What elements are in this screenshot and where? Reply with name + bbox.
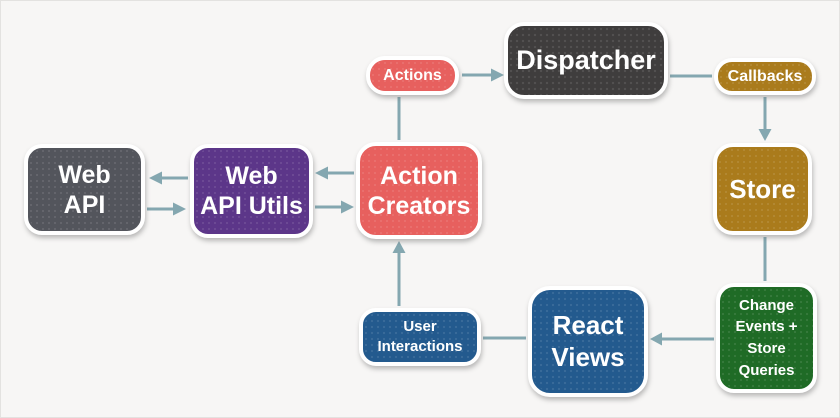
edge-callbacks-store bbox=[758, 97, 772, 141]
node-change-events-store-queries: Change Events + Store Queries bbox=[716, 283, 817, 393]
node-label: Store bbox=[747, 340, 786, 357]
node-label: Change bbox=[738, 296, 794, 314]
node-web-api: Web API bbox=[24, 144, 145, 235]
node-label: Dispatcher bbox=[516, 45, 656, 75]
node-label: Views bbox=[551, 341, 625, 372]
edge-web-api-utils-web-api bbox=[149, 171, 188, 185]
node-label: Queries bbox=[738, 361, 795, 379]
node-label: Creators bbox=[367, 191, 471, 220]
node-label: Action bbox=[380, 161, 458, 190]
node-label: API bbox=[63, 190, 106, 219]
node-label: Web bbox=[58, 160, 111, 189]
arrowhead-icon bbox=[758, 129, 772, 141]
node-web-api-utils: Web API Utils bbox=[190, 144, 313, 238]
edge-web-api-web-api-utils bbox=[147, 202, 186, 216]
node-action-creators: Action Creators bbox=[356, 142, 482, 239]
arrowhead-icon bbox=[650, 332, 662, 346]
node-store: Store bbox=[713, 143, 812, 235]
arrowhead-icon bbox=[392, 241, 406, 253]
edge-web-api-utils-action-creators bbox=[315, 200, 354, 214]
node-label: Web bbox=[225, 162, 278, 190]
node-label: API Utils bbox=[200, 192, 303, 220]
node-label: Callbacks bbox=[727, 67, 803, 85]
edge-action-creators-web-api-utils bbox=[315, 166, 354, 180]
arrowhead-icon bbox=[149, 171, 162, 185]
node-label: Actions bbox=[383, 66, 442, 84]
node-callbacks: Callbacks bbox=[714, 58, 816, 95]
node-label: React bbox=[552, 310, 624, 341]
arrowhead-icon bbox=[341, 200, 354, 214]
edge-actions-dispatcher bbox=[462, 68, 504, 82]
edge-change-events-react-views bbox=[650, 332, 714, 346]
edge-user-interactions-action-creators bbox=[392, 241, 406, 306]
arrowhead-icon bbox=[491, 68, 504, 82]
node-dispatcher: Dispatcher bbox=[504, 22, 668, 99]
arrowhead-icon bbox=[315, 166, 328, 180]
node-label: User bbox=[403, 317, 437, 335]
node-label: Store bbox=[729, 173, 796, 204]
node-label: Interactions bbox=[377, 338, 463, 355]
node-user-interactions: User Interactions bbox=[359, 308, 481, 366]
node-react-views: React Views bbox=[528, 286, 648, 397]
node-label: Events + bbox=[735, 318, 798, 336]
node-actions: Actions bbox=[366, 56, 459, 95]
arrowhead-icon bbox=[173, 202, 186, 216]
